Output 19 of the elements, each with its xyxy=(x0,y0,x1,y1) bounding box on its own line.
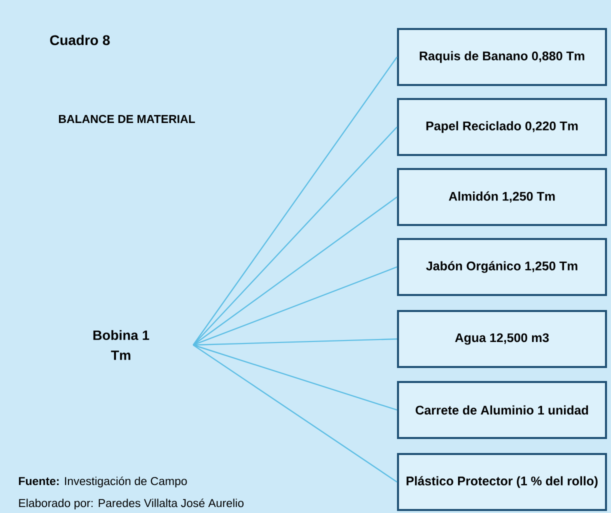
material-box: Jabón Orgánico 1,250 Tm xyxy=(397,238,607,296)
connector-line xyxy=(193,344,398,411)
connector-line xyxy=(192,56,398,346)
heading: BALANCE DE MATERIAL xyxy=(58,114,195,124)
connector-line xyxy=(193,338,398,346)
connector-line xyxy=(193,266,398,346)
title: Cuadro 8 xyxy=(50,34,110,46)
material-box: Raquis de Banano 0,880 Tm xyxy=(397,28,607,86)
material-box: Carrete de Aluminio 1 unidad xyxy=(397,381,607,439)
material-box: Agua 12,500 m3 xyxy=(397,310,607,368)
source-label: Bobina 1 Tm xyxy=(93,330,150,360)
connector-line xyxy=(192,196,398,346)
material-box: Plástico Protector (1 % del rollo) xyxy=(397,453,607,511)
connector-line xyxy=(192,344,398,482)
author-note: Elaborado por: Paredes Villalta José Aurelio xyxy=(19,498,244,510)
material-box: Papel Reciclado 0,220 Tm xyxy=(397,98,607,156)
material-box: Almidón 1,250 Tm xyxy=(397,168,607,226)
source-note: Fuente: Investigación de Campo xyxy=(18,476,187,488)
connector-line xyxy=(192,126,398,346)
